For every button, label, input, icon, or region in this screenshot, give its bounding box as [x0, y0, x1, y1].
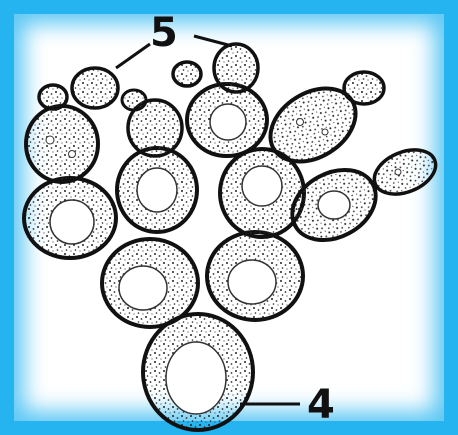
cell-middle-right	[207, 232, 303, 320]
bud-left-small	[39, 68, 118, 109]
cell-center-lower	[117, 148, 197, 232]
cell-top-center	[187, 84, 267, 156]
leader-line-5-right	[194, 36, 232, 46]
label-5: 5	[150, 10, 178, 56]
cell-center-upper	[122, 90, 182, 156]
yeast-cells	[24, 44, 442, 430]
cell-middle-left	[102, 239, 198, 327]
cell-left-upper	[26, 106, 98, 182]
leader-line-5-left	[116, 44, 150, 68]
label-4: 4	[307, 382, 335, 428]
cell-left-lower	[24, 178, 116, 258]
bud-far-right	[368, 141, 442, 202]
mother-cell-bottom	[143, 314, 253, 430]
